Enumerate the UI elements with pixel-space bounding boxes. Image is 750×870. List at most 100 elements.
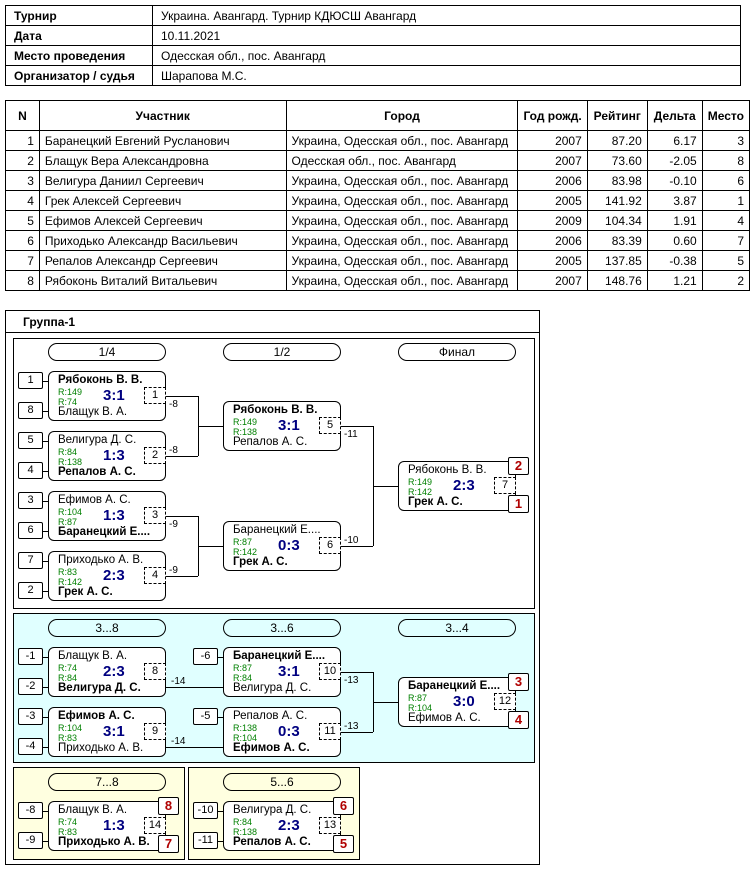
place-badge: 8	[158, 797, 179, 815]
match-number: 7	[494, 477, 516, 494]
participant-cell: Украина, Одесская обл., пос. Авангард	[285, 190, 519, 211]
player-rating: R:149	[233, 417, 258, 427]
player-rating: R:83	[58, 567, 78, 577]
participant-cell: 6	[701, 170, 750, 191]
participant-cell: 1	[5, 130, 40, 151]
round-label: 7...8	[48, 773, 166, 791]
player-name: Грек А. С.	[233, 556, 288, 568]
seed-box: -3	[18, 708, 43, 725]
player-name: Баранецкий Е....	[233, 650, 326, 662]
player-name: Блащук В. А.	[58, 804, 128, 816]
player-rating: R:87	[58, 517, 78, 527]
seed-box: 8	[18, 402, 43, 419]
loser-reference: -14	[171, 676, 186, 687]
seed-box: 4	[18, 462, 43, 479]
participant-cell: Рябоконь Виталий Витальевич	[38, 270, 287, 291]
player-rating: R:104	[233, 733, 258, 743]
player-rating: R:138	[58, 457, 83, 467]
player-rating: R:83	[58, 733, 78, 743]
info-value: 10.11.2021	[152, 25, 741, 46]
match-number: 5	[319, 417, 341, 434]
bracket-line	[166, 396, 198, 397]
participant-cell: Украина, Одесская обл., пос. Авангард	[285, 170, 519, 191]
player-rating: R:104	[58, 507, 83, 517]
seed-box: -10	[193, 802, 218, 819]
participant-cell: Украина, Одесская обл., пос. Авангард	[285, 270, 519, 291]
seed-box: -11	[193, 832, 218, 849]
participant-cell: 2007	[517, 130, 588, 151]
match-score: 3:1	[278, 663, 300, 680]
player-name: Велигура Д. С.	[58, 682, 141, 694]
participant-cell: Репалов Александр Сергеевич	[38, 250, 287, 271]
player-rating: R:142	[233, 547, 258, 557]
player-name: Ефимов А. С.	[408, 712, 481, 724]
player-rating: R:74	[58, 397, 78, 407]
match-number: 1	[144, 387, 166, 404]
place-badge: 7	[158, 835, 179, 853]
bracket-line	[166, 687, 223, 688]
column-header: Город	[285, 100, 519, 131]
player-name: Велигура Д. С.	[58, 434, 137, 446]
participant-cell: 1.91	[646, 210, 703, 231]
place-badge: 6	[333, 797, 354, 815]
bracket-line	[166, 456, 198, 457]
participant-cell: 3	[5, 170, 40, 191]
player-name: Приходько А. В.	[58, 554, 144, 566]
player-name: Блащук В. А.	[58, 650, 128, 662]
participant-cell: 2007	[517, 150, 588, 171]
connector-line	[43, 381, 48, 382]
player-name: Репалов А. С.	[233, 836, 311, 848]
participant-cell: Украина, Одесская обл., пос. Авангард	[285, 250, 519, 271]
match-number: 6	[319, 537, 341, 554]
player-name: Рябоконь В. В.	[58, 374, 143, 386]
round-label: 1/4	[48, 343, 166, 361]
player-name: Репалов А. С.	[233, 436, 308, 448]
seed-box: -8	[18, 802, 43, 819]
player-name: Блащук В. А.	[58, 406, 128, 418]
participant-cell: Баранецкий Евгений Русланович	[38, 130, 287, 151]
participant-cell: 104.34	[586, 210, 648, 231]
connector-line	[43, 561, 48, 562]
participant-cell: 1	[701, 190, 750, 211]
connector-line	[43, 657, 48, 658]
player-name: Баранецкий Е....	[408, 680, 501, 692]
player-rating: R:149	[408, 477, 433, 487]
info-value: Шарапова М.С.	[152, 65, 741, 86]
player-name: Приходько А. В.	[58, 742, 144, 754]
participant-cell: 6.17	[646, 130, 703, 151]
seed-box: -9	[18, 832, 43, 849]
participant-cell: 7	[701, 230, 750, 251]
loser-reference: -8	[169, 399, 178, 410]
info-label: Место проведения	[5, 45, 153, 66]
participant-cell: 2006	[517, 230, 588, 251]
match-number: 8	[144, 663, 166, 680]
connector-line	[218, 717, 223, 718]
seed-box: -1	[18, 648, 43, 665]
seed-box: -2	[18, 678, 43, 695]
connector-line	[43, 687, 48, 688]
match-number: 12	[494, 693, 516, 710]
seed-box: -5	[193, 708, 218, 725]
player-rating: R:87	[233, 663, 253, 673]
participant-cell: 2005	[517, 190, 588, 211]
participant-cell: Блащук Вера Александровна	[38, 150, 287, 171]
participant-cell: Грек Алексей Сергеевич	[38, 190, 287, 211]
match-score: 1:3	[103, 507, 125, 524]
player-name: Грек А. С.	[408, 496, 463, 508]
seed-box: 6	[18, 522, 43, 539]
participant-cell: Украина, Одесская обл., пос. Авангард	[285, 130, 519, 151]
loser-reference: -9	[169, 519, 178, 530]
participant-cell: 4	[701, 210, 750, 231]
participant-cell: 2005	[517, 250, 588, 271]
